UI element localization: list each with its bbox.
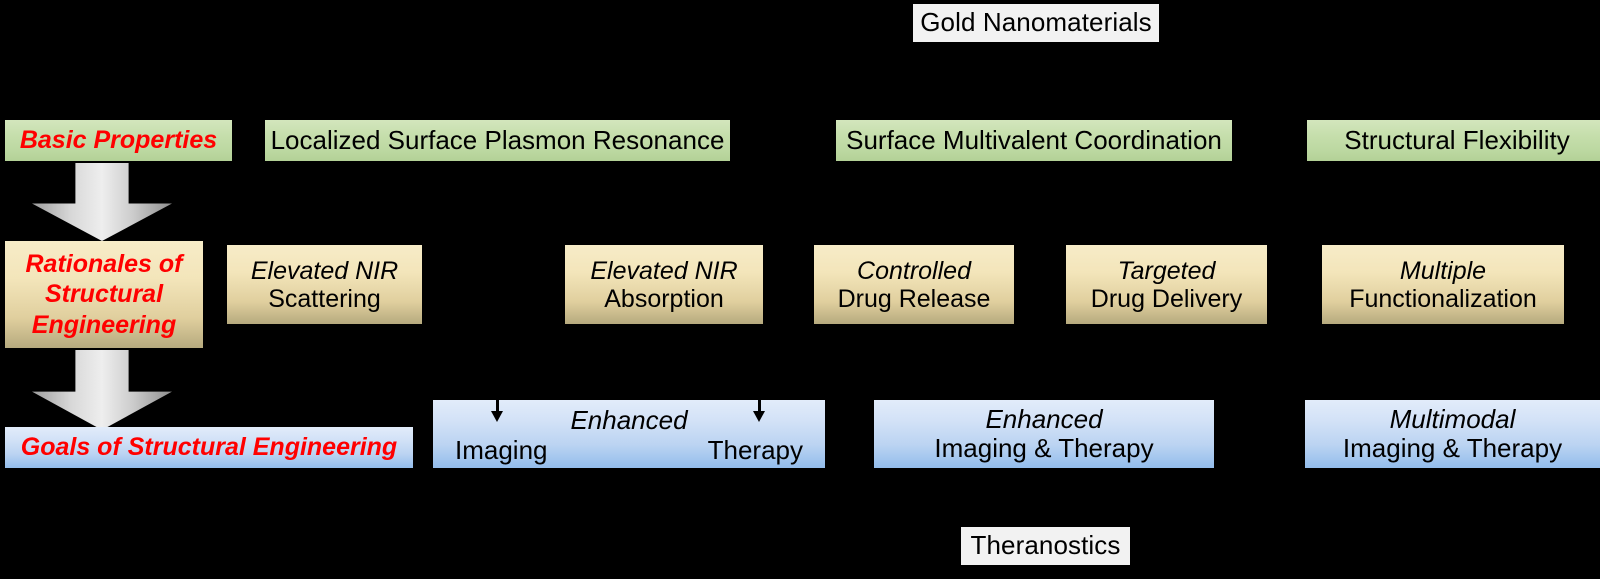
- connector-coordination-to-drug-delivery: [1159, 161, 1173, 245]
- goal-box-enhanced-detail: Imaging & Therapy: [934, 433, 1154, 463]
- rationale-box-controlled-drug-release-emphasis: Controlled: [857, 256, 971, 285]
- rationale-box-multiple-functionalization-emphasis: Multiple: [1399, 256, 1487, 285]
- rationale-box-targeted-drug-delivery: Targeted Drug Delivery: [1066, 245, 1267, 324]
- property-box-lspr: Localized Surface Plasmon Resonance: [265, 120, 730, 161]
- goal-box-multimodal-detail: Imaging & Therapy: [1342, 433, 1563, 463]
- goal-box-enhanced-emphasis: Enhanced: [985, 403, 1103, 434]
- rationale-box-elevated-nir-absorption-emphasis: Elevated NIR: [590, 256, 738, 285]
- footer-box-label: Theranostics: [970, 530, 1121, 561]
- rationale-box-multiple-functionalization: Multiple Functionalization: [1322, 245, 1564, 324]
- connector-flexibility-to-functionalization: [1436, 161, 1450, 245]
- connector-lspr-to-absorption: [657, 161, 671, 245]
- rationale-box-multiple-functionalization-detail: Functionalization: [1349, 284, 1537, 313]
- goal-box-enhanced-imaging-therapy: Enhanced Imaging & Therapy: [874, 400, 1214, 468]
- title-box-label: Gold Nanomaterials: [920, 7, 1152, 38]
- connector-drug-release-to-enhanced: [907, 324, 921, 400]
- goal-box-multimodal-emphasis: Multimodal: [1389, 403, 1516, 434]
- rationale-box-controlled-drug-release-detail: Drug Release: [837, 284, 991, 313]
- connector-coordination-to-drug-release: [907, 161, 921, 245]
- connector-title-to-structural-flexibility: [1450, 42, 1464, 120]
- goal-box-split-left-detail: Imaging: [455, 435, 548, 465]
- property-box-structural-flexibility: Structural Flexibility: [1307, 120, 1600, 161]
- goal-box-multimodal-imaging-therapy: Multimodal Imaging & Therapy: [1305, 400, 1600, 468]
- gray-arrow-properties-to-rationales: [32, 163, 172, 241]
- connector-title-to-surface-coordination: [1027, 42, 1041, 120]
- goal-box-split-right-detail: Therapy: [707, 435, 803, 465]
- rationale-box-elevated-nir-scattering-detail: Scattering: [268, 284, 381, 313]
- row-label-basic-properties-text: Basic Properties: [19, 126, 218, 155]
- row-label-basic-properties: Basic Properties: [5, 120, 232, 161]
- connector-title-to-lspr: [491, 42, 505, 120]
- connector-drug-delivery-to-enhanced: [1159, 324, 1173, 400]
- row-label-rationales-text: Rationales of Structural Engineering: [25, 249, 183, 339]
- footer-box-theranostics: Theranostics: [961, 527, 1130, 565]
- connector-enhanced-to-theranostics: [1037, 468, 1051, 527]
- rationale-box-controlled-drug-release: Controlled Drug Release: [814, 245, 1014, 324]
- row-label-goals-text: Goals of Structural Engineering: [20, 433, 398, 462]
- connector-scattering-to-imaging: [490, 324, 504, 422]
- connector-multimodal-to-theranostics: [1445, 468, 1459, 527]
- title-box-gold-nanomaterials: Gold Nanomaterials: [913, 4, 1159, 42]
- rationale-box-elevated-nir-absorption-detail: Absorption: [604, 284, 724, 313]
- row-label-rationales: Rationales of Structural Engineering: [5, 241, 203, 348]
- connector-absorption-to-therapy: [752, 324, 766, 422]
- property-box-lspr-label: Localized Surface Plasmon Resonance: [270, 124, 725, 155]
- rationale-box-elevated-nir-scattering: Elevated NIR Scattering: [227, 245, 422, 324]
- connector-lspr-to-scattering: [318, 161, 332, 245]
- property-box-structural-flexibility-label: Structural Flexibility: [1344, 124, 1570, 155]
- property-box-surface-multivalent-coordination: Surface Multivalent Coordination: [836, 120, 1232, 161]
- row-label-goals: Goals of Structural Engineering: [5, 427, 413, 468]
- rationale-box-targeted-drug-delivery-emphasis: Targeted: [1117, 256, 1216, 285]
- rationale-box-targeted-drug-delivery-detail: Drug Delivery: [1090, 284, 1243, 313]
- rationale-box-elevated-nir-scattering-emphasis: Elevated NIR: [250, 256, 399, 285]
- connector-functionalization-to-multimodal: [1436, 324, 1450, 400]
- property-box-surface-multivalent-coordination-label: Surface Multivalent Coordination: [846, 124, 1222, 155]
- rationale-box-elevated-nir-absorption: Elevated NIR Absorption: [565, 245, 763, 324]
- connector-goals-split-to-theranostics: [622, 468, 636, 527]
- goal-box-split-emphasis: Enhanced: [570, 405, 688, 435]
- gray-arrow-rationales-to-goals: [32, 350, 172, 430]
